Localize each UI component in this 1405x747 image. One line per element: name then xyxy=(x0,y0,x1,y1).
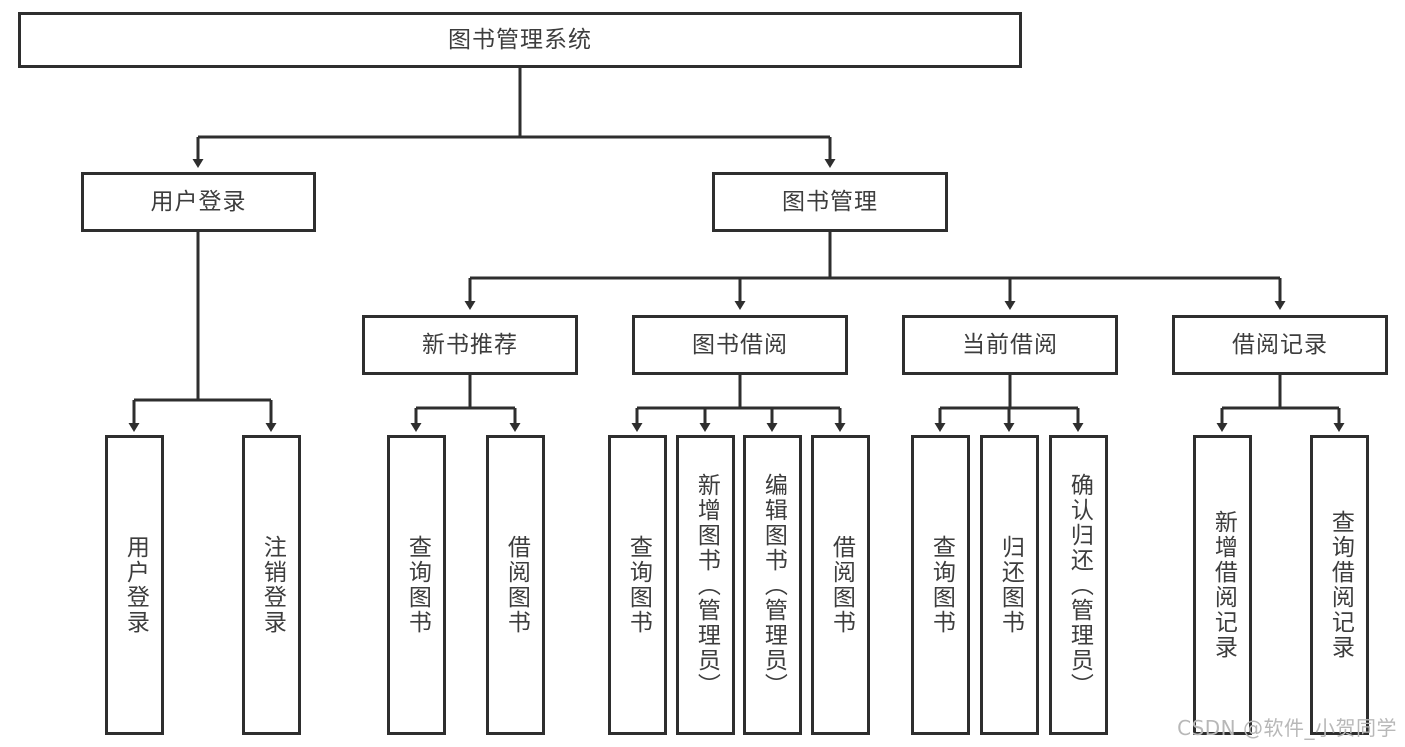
node-leaf-edit-book-label: 编辑图书（管理员） xyxy=(760,472,787,698)
node-current-borrow-label: 当前借阅 xyxy=(962,331,1058,358)
node-user-login[interactable]: 用户登录 xyxy=(81,172,316,232)
node-leaf-query-book-2-label: 查询图书 xyxy=(625,535,652,635)
node-leaf-user-logout[interactable]: 注销登录 xyxy=(242,435,301,735)
node-root-label: 图书管理系统 xyxy=(448,26,592,53)
node-leaf-add-book[interactable]: 新增图书（管理员） xyxy=(676,435,735,735)
node-leaf-query-book-2[interactable]: 查询图书 xyxy=(608,435,667,735)
node-leaf-user-login[interactable]: 用户登录 xyxy=(105,435,164,735)
node-leaf-query-book-3-label: 查询图书 xyxy=(928,535,955,635)
node-leaf-query-record[interactable]: 查询借阅记录 xyxy=(1310,435,1369,735)
node-leaf-add-record-label: 新增借阅记录 xyxy=(1210,510,1237,660)
node-leaf-return-book[interactable]: 归还图书 xyxy=(980,435,1039,735)
node-leaf-borrow-book-1[interactable]: 借阅图书 xyxy=(486,435,545,735)
node-new-book-rec[interactable]: 新书推荐 xyxy=(362,315,578,375)
node-leaf-edit-book[interactable]: 编辑图书（管理员） xyxy=(743,435,802,735)
node-leaf-borrow-book-2[interactable]: 借阅图书 xyxy=(811,435,870,735)
node-borrow-record-label: 借阅记录 xyxy=(1232,331,1328,358)
node-leaf-return-book-label: 归还图书 xyxy=(997,535,1024,635)
watermark-text: CSDN @软件_小贺同学 xyxy=(1177,716,1397,740)
node-book-manage-label: 图书管理 xyxy=(782,188,878,215)
node-root[interactable]: 图书管理系统 xyxy=(18,12,1022,68)
node-leaf-user-login-label: 用户登录 xyxy=(122,535,149,635)
node-leaf-borrow-book-2-label: 借阅图书 xyxy=(828,535,855,635)
node-book-borrow-label: 图书借阅 xyxy=(692,331,788,358)
node-leaf-query-book-1-label: 查询图书 xyxy=(404,535,431,635)
node-leaf-user-logout-label: 注销登录 xyxy=(259,535,286,635)
node-current-borrow[interactable]: 当前借阅 xyxy=(902,315,1118,375)
node-leaf-query-book-1[interactable]: 查询图书 xyxy=(387,435,446,735)
node-leaf-query-book-3[interactable]: 查询图书 xyxy=(911,435,970,735)
node-book-borrow[interactable]: 图书借阅 xyxy=(632,315,848,375)
node-leaf-borrow-book-1-label: 借阅图书 xyxy=(503,535,530,635)
node-leaf-confirm-return-label: 确认归还（管理员） xyxy=(1066,472,1093,698)
node-leaf-confirm-return[interactable]: 确认归还（管理员） xyxy=(1049,435,1108,735)
node-leaf-add-record[interactable]: 新增借阅记录 xyxy=(1193,435,1252,735)
node-leaf-query-record-label: 查询借阅记录 xyxy=(1327,510,1354,660)
node-new-book-rec-label: 新书推荐 xyxy=(422,331,518,358)
node-user-login-label: 用户登录 xyxy=(150,188,247,215)
node-book-manage[interactable]: 图书管理 xyxy=(712,172,948,232)
node-leaf-add-book-label: 新增图书（管理员） xyxy=(693,472,720,698)
node-borrow-record[interactable]: 借阅记录 xyxy=(1172,315,1388,375)
